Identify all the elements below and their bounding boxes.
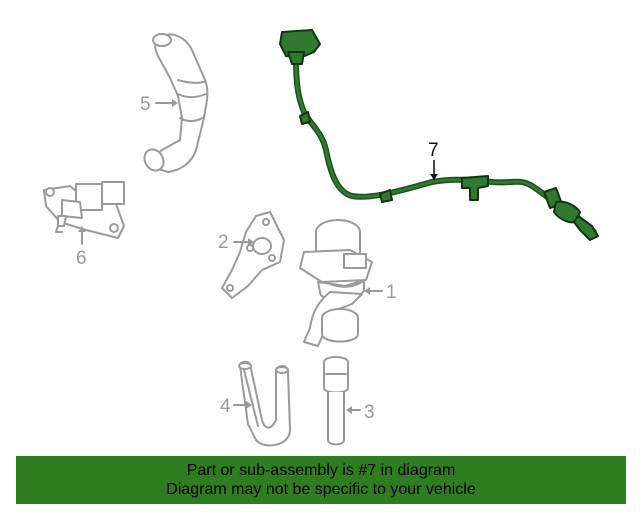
highlight-banner: Part or sub-assembly is #7 in diagram Di… — [16, 456, 626, 504]
callout-1-label: 1 — [386, 282, 397, 303]
callout-4-label: 4 — [220, 396, 231, 417]
part-4-tube — [238, 360, 291, 447]
callout-3-label: 3 — [364, 402, 375, 423]
callout-6: 6 — [76, 226, 87, 269]
callout-4: 4 — [220, 396, 252, 417]
part-1-egr-valve — [299, 219, 373, 347]
callout-2: 2 — [218, 232, 254, 253]
callout-7: 7 — [428, 140, 439, 180]
part-6-solenoid — [43, 181, 125, 239]
callout-2-label: 2 — [218, 232, 229, 253]
part-7-oxygen-sensor — [279, 29, 599, 241]
callout-1: 1 — [364, 282, 397, 303]
banner-line-1: Part or sub-assembly is #7 in diagram — [186, 462, 456, 479]
callout-6-label: 6 — [76, 248, 87, 269]
part-2-gasket — [221, 211, 285, 299]
part-5-hose — [143, 33, 209, 173]
callout-5-label: 5 — [140, 94, 151, 115]
callout-5: 5 — [140, 94, 178, 115]
parts-diagram: 5 6 2 — [43, 29, 599, 447]
banner-line-2: Diagram may not be specific to your vehi… — [166, 481, 476, 498]
part-3-pipe — [323, 356, 349, 446]
callout-7-label: 7 — [428, 140, 439, 161]
callout-3: 3 — [346, 402, 375, 423]
